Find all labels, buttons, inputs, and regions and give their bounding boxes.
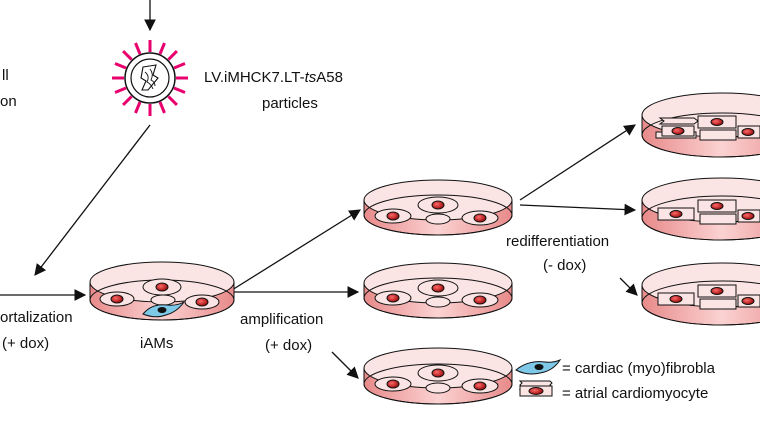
arrow-virus-to-iams — [34, 124, 151, 276]
legend: = cardiac (myo)fibrobla = atrial cardiom… — [515, 358, 716, 402]
legend-cardiomyocyte-label: = atrial cardiomyocyte — [562, 385, 708, 402]
label-top-left-1: ll — [2, 67, 9, 84]
legend-fibroblast-icon — [515, 358, 562, 375]
vector-name-italic: ts — [305, 69, 317, 86]
amplified-cells-2 — [374, 279, 499, 308]
redifferentiation-label: redifferentiation — [506, 233, 609, 250]
vector-name-suffix: A58 — [316, 69, 343, 86]
amplified-cells-1 — [374, 196, 499, 226]
immortalization-label: ortalization — [0, 309, 73, 326]
label-top-left-2: on — [0, 93, 17, 110]
amplification-label: amplification — [240, 311, 323, 328]
arrow-redif-top — [519, 124, 636, 201]
arrows — [0, 0, 638, 379]
cardiomyocyte-nucleus — [155, 282, 169, 292]
vector-particles-label: particles — [262, 95, 318, 112]
arrow-amplify-top — [231, 209, 361, 291]
amplified-cells-3 — [374, 364, 499, 394]
arrow-amplify-bottom — [331, 351, 359, 379]
vector-name-prefix: LV.iMHCK7.LT- — [204, 69, 305, 86]
amplification-dox-label: (+ dox) — [265, 337, 312, 354]
arrow-redif-bottom — [619, 277, 638, 296]
redifferentiated-cells-2 — [657, 199, 760, 225]
cardiomyocyte-nucleus — [195, 297, 209, 307]
arrow-redif-mid — [519, 203, 637, 216]
legend-cardiomyocyte-icon — [518, 380, 553, 397]
vector-name: LV.iMHCK7.LT-tsA58 — [204, 69, 343, 86]
redifferentiated-cells-1 — [655, 115, 760, 141]
cardiomyocyte-nucleus — [110, 294, 124, 304]
cardiomyocyte-cell — [150, 294, 176, 306]
redifferentiation-dox-label: (- dox) — [543, 257, 586, 274]
fibroblast-nucleus — [157, 307, 167, 313]
iams-cells — [99, 278, 220, 318]
redifferentiated-cells-3 — [657, 284, 760, 310]
lentiviral-particle-icon — [112, 40, 188, 116]
legend-fibroblast-label: = cardiac (myo)fibrobla — [562, 360, 716, 377]
immortalization-dox-label: (+ dox) — [2, 335, 49, 352]
iams-label: iAMs — [140, 335, 173, 352]
